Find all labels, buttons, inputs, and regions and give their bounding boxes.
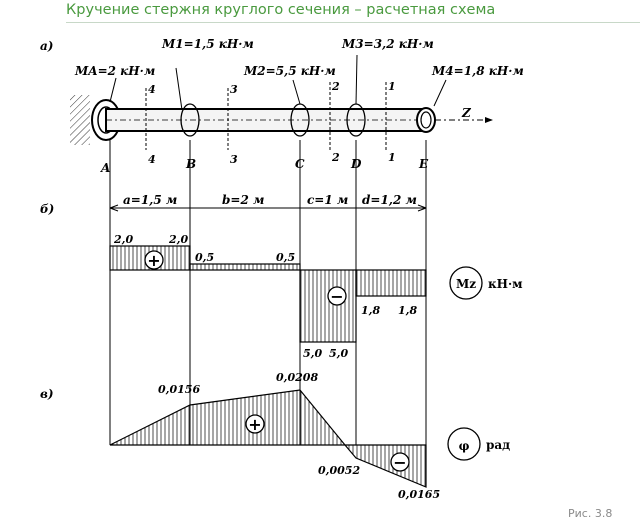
torque-diagram: + − 2,0 2,0 0,5 0,5 5,0 5,0 1,8 1,8 Mz к… bbox=[109, 233, 523, 360]
mz-value-4: 0,5 bbox=[276, 251, 295, 264]
phi-value-2: 0,0208 bbox=[276, 371, 318, 384]
section-4-top: 4 bbox=[148, 83, 156, 96]
page-title: Кручение стержня круглого сечения – расч… bbox=[66, 2, 496, 18]
phi-value-4: 0,0165 bbox=[398, 488, 440, 501]
mz-value-5: 5,0 bbox=[303, 347, 322, 360]
moment-label-m1: M1=1,5 кН·м bbox=[161, 37, 254, 51]
moment-ring-b bbox=[180, 103, 200, 137]
section-4-bottom: 4 bbox=[148, 153, 156, 166]
mz-value-1: 2,0 bbox=[113, 233, 133, 246]
mz-value-6: 5,0 bbox=[329, 347, 348, 360]
point-label-a: A bbox=[100, 161, 110, 175]
mz-value-8: 1,8 bbox=[398, 304, 417, 317]
mz-value-3: 0,5 bbox=[195, 251, 214, 264]
title-divider bbox=[66, 22, 640, 23]
panel-label-b: б) bbox=[40, 202, 54, 216]
point-label-b: B bbox=[185, 157, 196, 171]
phi-value-1: 0,0156 bbox=[158, 383, 200, 396]
phi-unit: рад bbox=[486, 438, 510, 452]
section-1-top: 1 bbox=[388, 80, 396, 93]
figure-caption: Рис. 3.8 bbox=[568, 507, 613, 520]
section-3-top: 3 bbox=[230, 83, 238, 96]
section-2-bottom: 2 bbox=[331, 151, 340, 164]
section-3-bottom: 3 bbox=[230, 153, 238, 166]
mz-unit: кН·м bbox=[488, 277, 523, 291]
section-2-top: 2 bbox=[331, 80, 340, 93]
moment-label-m2: M2=5,5 кН·м bbox=[243, 64, 336, 78]
moment-label-m4: M4=1,8 кН·м bbox=[431, 64, 524, 78]
fixed-support bbox=[70, 95, 90, 145]
shaft-scheme: Z 4 4 3 3 2 2 1 1 MA=2 кН·м M1=1,5 кН·м … bbox=[70, 37, 524, 175]
phi-symbol-circle bbox=[447, 427, 481, 461]
twist-angle-diagram: + − 0,0156 0,0208 0,0052 0,0165 φ рад bbox=[109, 371, 510, 501]
point-label-e: E bbox=[418, 157, 429, 171]
moment-label-m3: M3=3,2 кН·м bbox=[341, 37, 434, 51]
segment-c: c=1 м bbox=[307, 193, 348, 207]
segment-a: a=1,5 м bbox=[123, 193, 177, 207]
z-axis-label: Z bbox=[461, 106, 472, 120]
sign-plus-phi: + bbox=[248, 415, 261, 434]
segment-b: b=2 м bbox=[222, 193, 264, 207]
segment-dimensions: a=1,5 м b=2 м c=1 м d=1,2 м bbox=[109, 193, 427, 212]
phi-value-3: 0,0052 bbox=[318, 464, 360, 477]
segment-d: d=1,2 м bbox=[362, 193, 417, 207]
moment-label-ma: MA=2 кН·м bbox=[74, 64, 155, 78]
sign-minus-phi: − bbox=[393, 453, 406, 472]
mz-symbol-circle bbox=[449, 266, 483, 300]
mz-symbol: Mz bbox=[456, 277, 476, 291]
sign-plus-mz: + bbox=[147, 251, 160, 270]
sign-minus-mz: − bbox=[330, 287, 343, 306]
section-1-bottom: 1 bbox=[388, 151, 396, 164]
panel-label-a: а) bbox=[40, 39, 53, 53]
panel-label-c: в) bbox=[40, 387, 54, 401]
mz-value-7: 1,8 bbox=[361, 304, 380, 317]
phi-symbol: φ bbox=[459, 439, 470, 453]
mz-value-2: 2,0 bbox=[168, 233, 188, 246]
